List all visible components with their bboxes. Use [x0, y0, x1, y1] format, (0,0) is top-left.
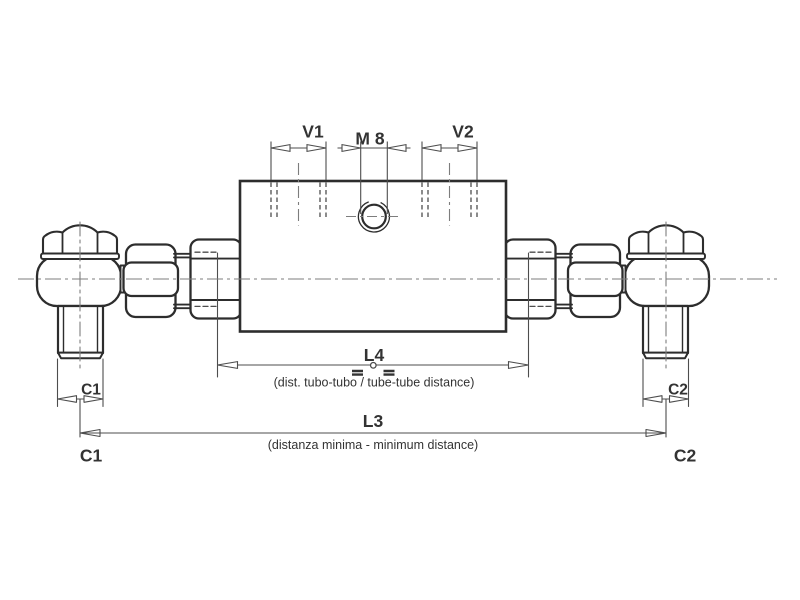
ball-joint	[35, 254, 123, 308]
adapter-face-lines	[190, 257, 242, 301]
l4-symmetry-marks	[352, 369, 395, 376]
dimension-c2-label: C2	[668, 382, 688, 399]
dimension-l3-label: L3	[363, 411, 384, 431]
stud-thread-lines	[62, 306, 99, 353]
l4-dimension-lines	[217, 360, 529, 370]
dimension-c1-label: C1	[81, 382, 101, 399]
top-dimension-lines	[270, 141, 478, 214]
dimension-l4-label: L4	[364, 345, 385, 365]
compression-nut-mid-band	[122, 261, 180, 298]
valve-body	[238, 179, 508, 333]
port-c2-label: C2	[674, 446, 697, 466]
dimension-m8-label: M 8	[355, 129, 384, 149]
tube-stub	[173, 252, 192, 310]
left-banjo-fitting	[35, 221, 243, 438]
m8-thread-arc	[357, 201, 391, 233]
dimension-v1-label: V1	[302, 122, 324, 142]
dimension-l4-note: (dist. tubo-tubo / tube-tube distance)	[274, 376, 475, 390]
port-centerlines	[297, 163, 451, 226]
dimension-l3-note: (distanza minima - minimum distance)	[268, 438, 478, 452]
hex-nut-face-lines	[61, 232, 99, 254]
port-c1-label: C1	[80, 446, 103, 466]
adapter-hidden-tube-lines	[194, 251, 219, 308]
dimension-v2-label: V2	[452, 122, 474, 142]
hidden-port-lines	[270, 182, 478, 219]
